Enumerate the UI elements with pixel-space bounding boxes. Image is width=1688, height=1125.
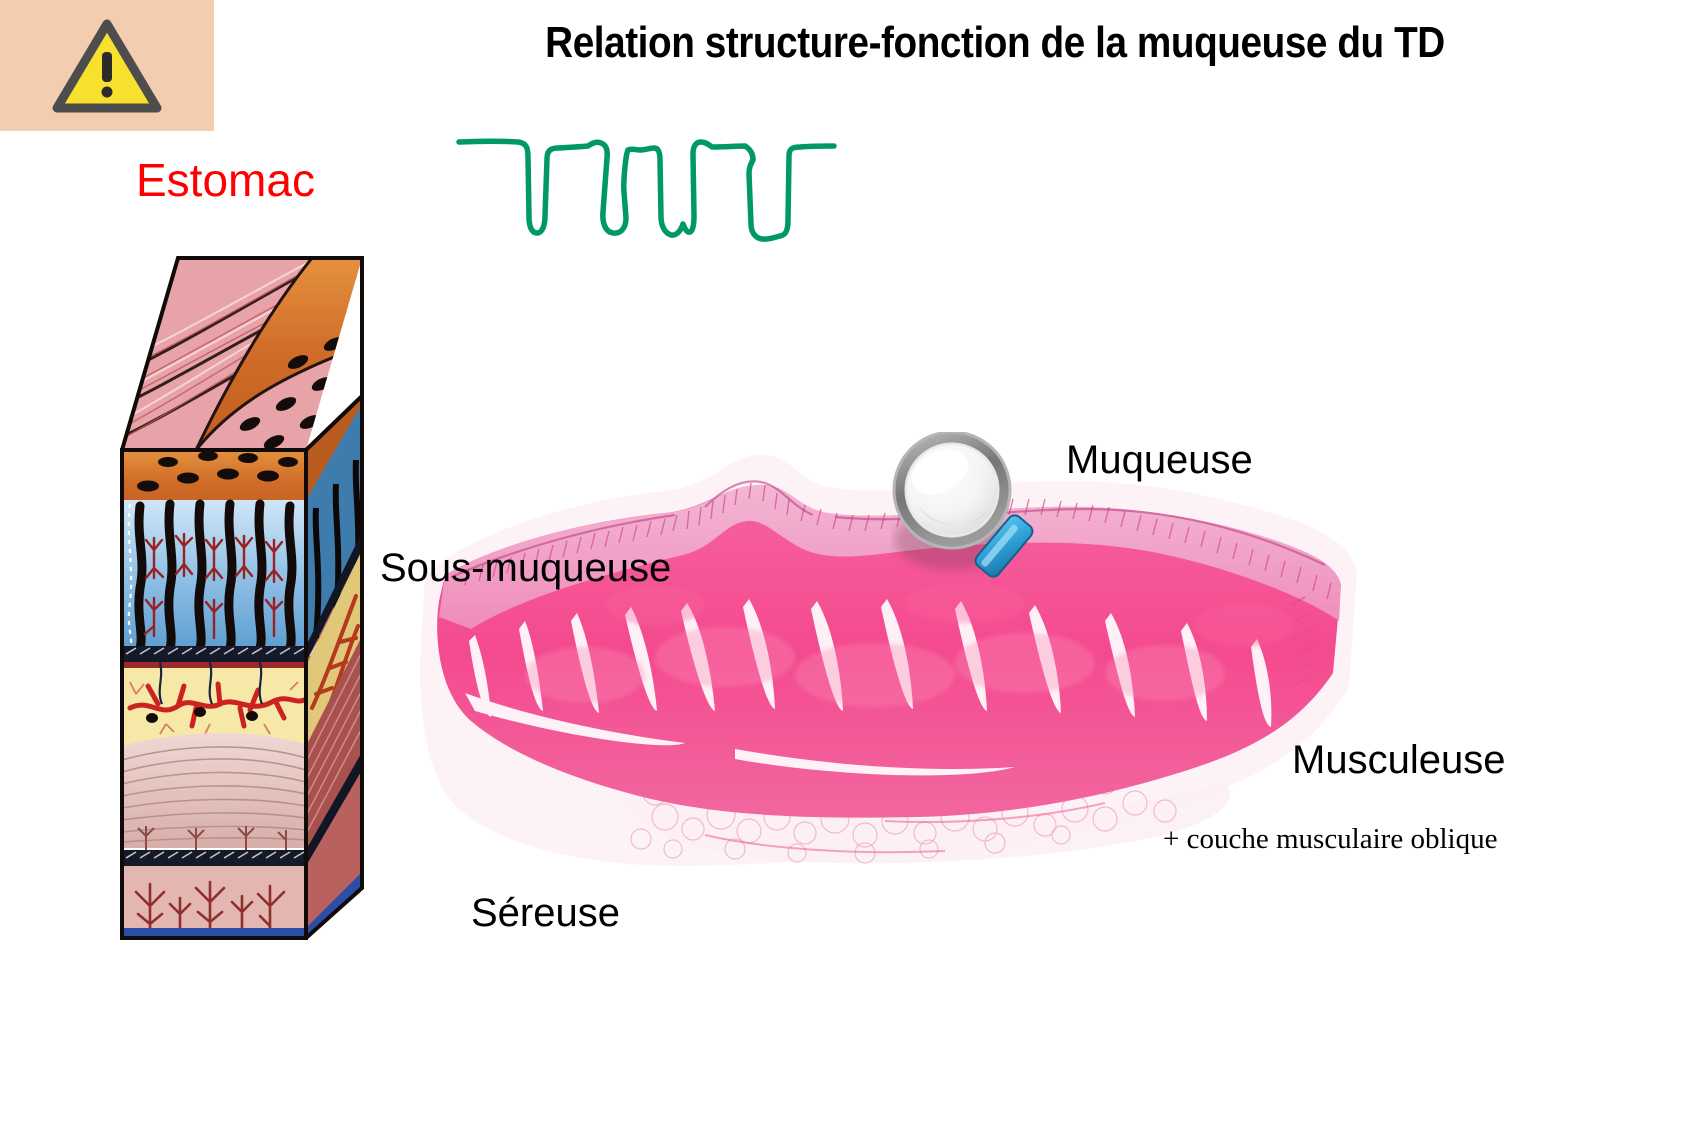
note-couche-musculaire-oblique: + couche musculaire oblique [1163, 823, 1498, 855]
page-title: Relation structure-fonction de la muqueu… [545, 18, 1445, 67]
warning-badge [0, 0, 214, 131]
label-musculeuse: Musculeuse [1292, 738, 1506, 782]
stomach-wall-block-illustration [120, 256, 364, 940]
stomach-wall-histology-section [420, 454, 1357, 866]
label-sous-muqueuse: Sous-muqueuse [380, 546, 672, 590]
gastric-pits-sketch [456, 138, 837, 242]
magnifier-handle [974, 514, 1034, 578]
label-muqueuse: Muqueuse [1066, 438, 1253, 482]
organ-label-estomac: Estomac [136, 154, 315, 206]
warning-triangle-icon [52, 19, 162, 112]
magnifier-tool[interactable] [890, 432, 1065, 592]
label-sereuse: Séreuse [471, 891, 620, 935]
